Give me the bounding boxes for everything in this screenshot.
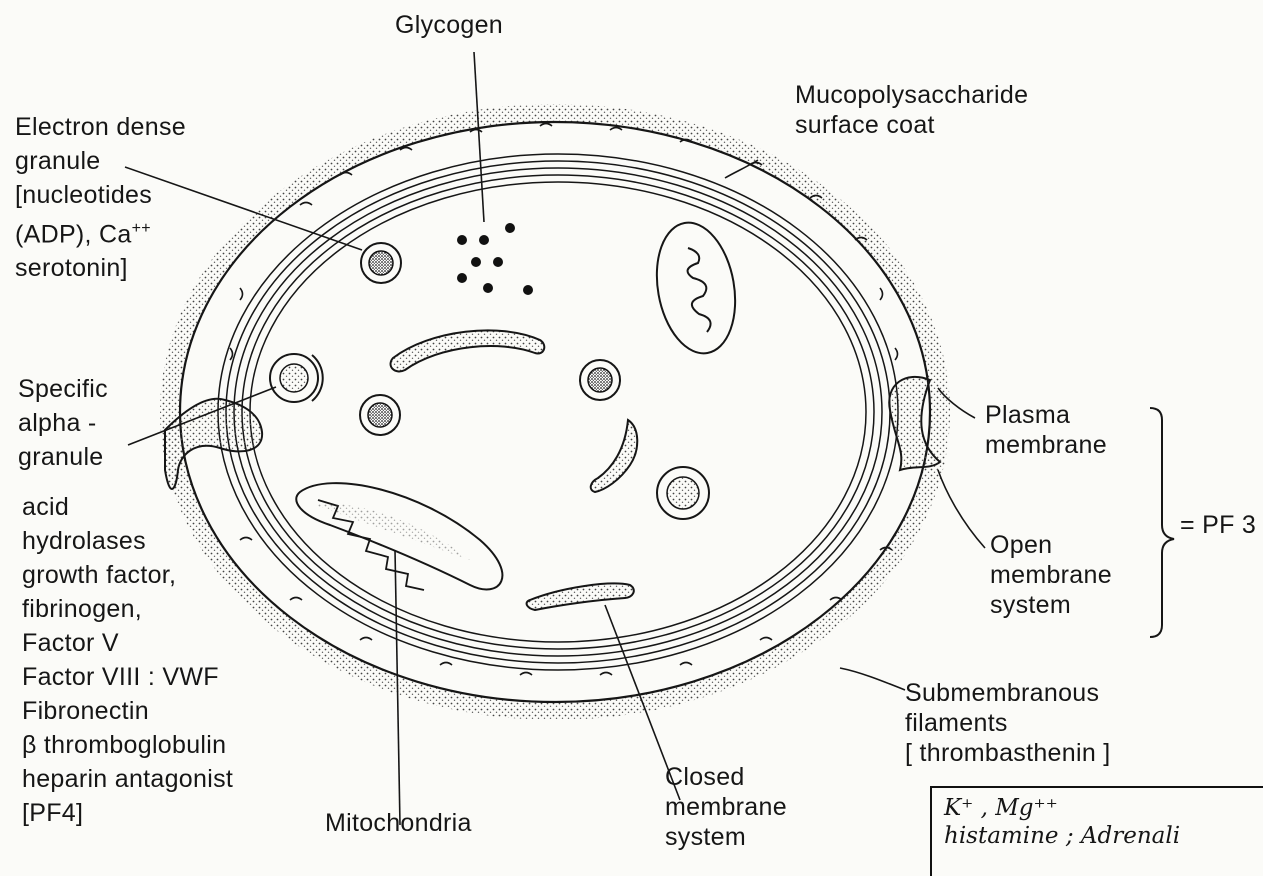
surface-coat <box>160 104 950 720</box>
pf3-label: = PF 3 <box>1180 510 1256 540</box>
mitochondria-label: Mitochondria <box>325 808 472 838</box>
submembranous-label: Submembranous filaments [ thrombasthenin… <box>905 678 1111 768</box>
pf3-brace <box>1150 408 1174 637</box>
alpha-granule-label: Specific alpha - granule <box>18 372 108 474</box>
electron-dense-label: Electron dense granule [nucleotides (ADP… <box>15 110 186 285</box>
surface-coat-label: Mucopolysaccharide surface coat <box>795 80 1028 140</box>
glycogen-label: Glycogen <box>395 10 503 40</box>
handwritten-note: K⁺ , Mg⁺⁺ histamine ; Adrenali <box>930 786 1263 876</box>
open-membrane-label: Open membrane system <box>990 530 1112 620</box>
closed-membrane-label: Closed membrane system <box>665 762 787 852</box>
plasma-membrane-label: Plasma membrane <box>985 400 1107 460</box>
alpha-contents-list: acid hydrolases growth factor, fibrinoge… <box>22 490 233 830</box>
